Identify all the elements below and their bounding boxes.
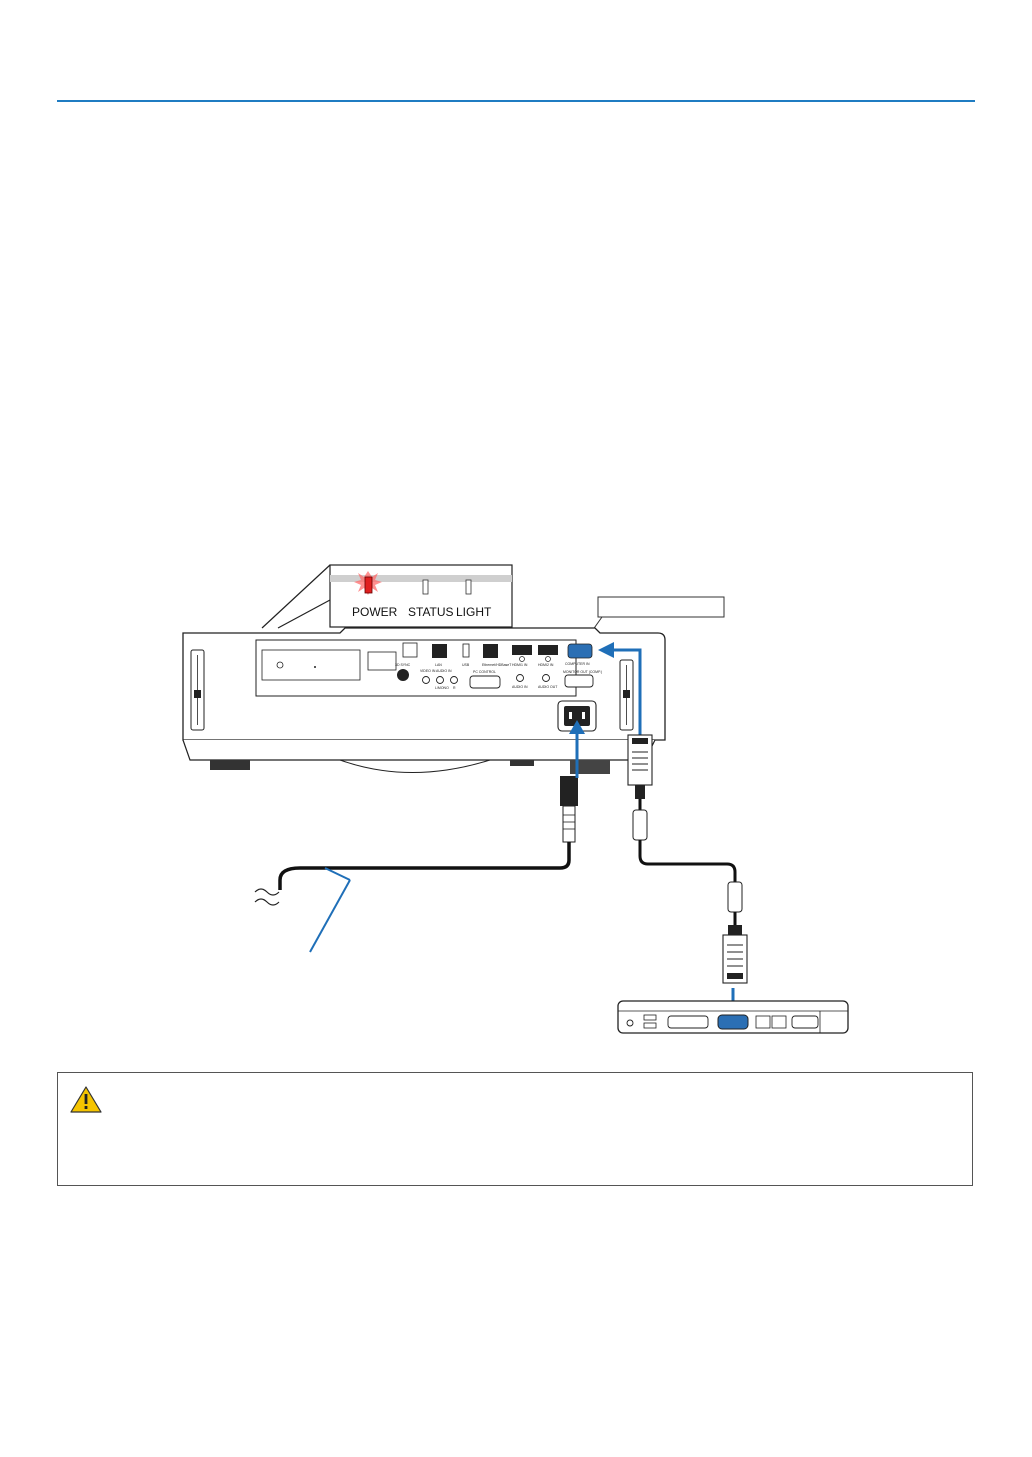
caution-box: [57, 1072, 973, 1186]
svg-text:R: R: [453, 686, 456, 690]
svg-text:3D SYNC: 3D SYNC: [395, 663, 411, 667]
svg-text:HDMI1 IN: HDMI1 IN: [512, 663, 528, 667]
power-led-icon: [354, 571, 382, 595]
svg-text:HDMI2 IN: HDMI2 IN: [538, 663, 554, 667]
status-led-icon: [422, 579, 429, 595]
svg-text:MONITOR OUT (COMP.): MONITOR OUT (COMP.): [563, 670, 602, 674]
power-cord: [254, 776, 578, 953]
connection-illustration: POWER STATUS LIGHT LAN USB Ethernet/HDBa…: [170, 560, 870, 1050]
indicator-panel: POWER STATUS LIGHT: [261, 564, 513, 629]
svg-text:PC CONTROL: PC CONTROL: [473, 670, 496, 674]
vga-cable: [627, 734, 748, 984]
projector-rear-view: LAN USB Ethernet/HDBaseT HDMI1 IN HDMI2 …: [182, 627, 666, 774]
status-label: STATUS: [408, 605, 454, 619]
svg-text:AUDIO IN: AUDIO IN: [512, 685, 528, 689]
svg-text:L/MONO: L/MONO: [435, 686, 449, 690]
svg-text:Ethernet/HDBaseT: Ethernet/HDBaseT: [482, 663, 512, 667]
light-label: LIGHT: [456, 605, 492, 619]
svg-text:COMPUTER IN: COMPUTER IN: [565, 662, 590, 666]
svg-text:AUDIO IN: AUDIO IN: [436, 669, 452, 673]
light-led-icon: [465, 579, 472, 595]
port-callout-box: [597, 596, 725, 618]
svg-text:USB: USB: [462, 663, 470, 667]
warning-triangle-icon: [70, 1086, 102, 1113]
svg-text:VIDEO IN: VIDEO IN: [420, 669, 436, 673]
laptop-computer: [617, 1000, 849, 1034]
header-rule: [57, 100, 975, 102]
svg-text:AUDIO OUT: AUDIO OUT: [538, 685, 558, 689]
svg-text:LAN: LAN: [435, 663, 442, 667]
power-label: POWER: [352, 605, 398, 619]
